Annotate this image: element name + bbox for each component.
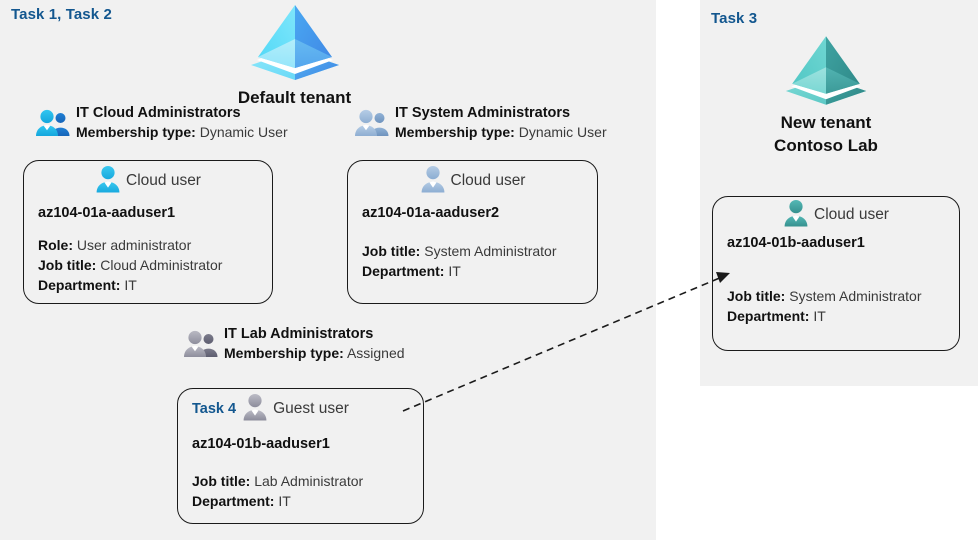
property-value: IT <box>124 276 137 293</box>
default-tenant-name: Default tenant <box>237 88 352 107</box>
group-membership-label: Membership type: <box>76 124 196 141</box>
property-value: Cloud Administrator <box>100 256 223 273</box>
task-label-1-2: Task 1, Task 2 <box>11 6 112 23</box>
property-value: IT <box>813 307 826 324</box>
property-label: Role: <box>38 237 73 253</box>
property-row: Job title: Cloud Administrator <box>38 256 272 276</box>
new-tenant-name-line2: Contoso Lab <box>774 135 878 155</box>
user-card-az104-01a-aaduser1: Cloud user az104-01a-aaduser1 Role: User… <box>23 160 273 304</box>
group-title: IT Cloud Administrators <box>76 105 241 121</box>
cloud-user-icon <box>95 165 121 198</box>
default-tenant-panel <box>0 0 656 540</box>
user-card-az104-01a-aaduser2: Cloud user az104-01a-aaduser2 Job title:… <box>347 160 598 304</box>
property-label: Job title: <box>727 288 786 304</box>
user-properties: Job title: System Administrator Departme… <box>348 242 597 282</box>
property-row: Role: User administrator <box>38 236 272 256</box>
guest-user-icon <box>242 393 268 426</box>
group-membership-label: Membership type: <box>395 124 515 141</box>
card-header: Cloud user <box>348 161 597 201</box>
azure-ad-pyramid-icon <box>727 33 925 112</box>
user-principal-name: az104-01a-aaduser2 <box>362 205 500 221</box>
user-type-label: Cloud user <box>126 172 201 189</box>
group-it-lab-administrators: IT Lab Administrators Membership type: A… <box>184 325 405 365</box>
group-it-system-administrators: IT System Administrators Membership type… <box>355 104 607 144</box>
user-type-label: Guest user <box>273 400 349 417</box>
property-value: Lab Administrator <box>254 473 364 489</box>
property-row: Department: IT <box>362 262 597 282</box>
user-properties: Job title: Lab Administrator Department:… <box>178 472 423 512</box>
property-label: Job title: <box>362 243 421 259</box>
cloud-user-icon <box>420 165 446 198</box>
property-label: Department: <box>727 307 810 324</box>
property-value: IT <box>278 492 291 509</box>
card-header: Cloud user <box>24 161 272 201</box>
group-users-icon <box>184 330 218 363</box>
user-card-guest-az104-01b-aaduser1: Task 4 Guest user az104-01b-aaduser1 <box>177 388 424 524</box>
property-row: Job title: Lab Administrator <box>192 472 423 492</box>
property-label: Department: <box>362 262 445 279</box>
group-membership-type: Membership type: Dynamic User <box>76 122 288 144</box>
property-label: Job title: <box>38 256 97 273</box>
group-membership-type: Membership type: Dynamic User <box>395 122 607 144</box>
property-value: IT <box>448 262 461 279</box>
task-label-4: Task 4 <box>192 401 237 417</box>
user-type-label: Cloud user <box>814 206 889 223</box>
group-it-cloud-administrators: IT Cloud Administrators Membership type:… <box>36 104 288 144</box>
group-membership-value: Dynamic User <box>518 124 607 141</box>
user-properties: Role: User administrator Job title: Clou… <box>24 236 272 296</box>
group-membership-value: Dynamic User <box>199 124 288 141</box>
group-membership-label: Membership type: <box>224 345 344 362</box>
property-row: Department: IT <box>38 276 272 296</box>
property-row: Job title: System Administrator <box>727 287 959 307</box>
property-row: Department: IT <box>727 307 959 327</box>
card-header: Cloud user <box>713 197 959 233</box>
property-row: Department: IT <box>192 492 423 512</box>
property-value: System Administrator <box>424 243 557 259</box>
task-label-3: Task 3 <box>711 10 758 27</box>
property-value: User administrator <box>76 237 192 253</box>
default-tenant-block: Default tenant <box>228 2 361 110</box>
user-principal-name: az104-01b-aaduser1 <box>192 436 330 452</box>
property-label: Job title: <box>192 473 251 489</box>
cloud-user-icon <box>783 199 809 232</box>
azure-ad-pyramid-icon <box>228 2 361 87</box>
group-membership-type: Membership type: Assigned <box>224 343 405 365</box>
group-users-icon <box>36 109 70 142</box>
user-type-label: Cloud user <box>450 172 526 189</box>
group-title: IT Lab Administrators <box>224 326 374 342</box>
user-principal-name: az104-01a-aaduser1 <box>38 205 176 221</box>
new-tenant-name-line1: New tenant <box>780 113 872 132</box>
group-membership-value: Assigned <box>346 345 405 362</box>
property-row: Job title: System Administrator <box>362 242 597 262</box>
group-users-icon <box>355 109 389 142</box>
property-label: Department: <box>38 276 121 293</box>
user-properties: Job title: System Administrator Departme… <box>713 287 959 327</box>
new-tenant-block: New tenant Contoso Lab <box>727 33 925 158</box>
property-label: Department: <box>192 492 275 509</box>
user-principal-name: az104-01b-aaduser1 <box>727 235 865 251</box>
property-value: System Administrator <box>789 288 922 304</box>
user-card-az104-01b-aaduser1: Cloud user az104-01b-aaduser1 Job title:… <box>712 196 960 351</box>
card-header: Task 4 Guest user <box>178 389 423 429</box>
group-title: IT System Administrators <box>395 105 571 121</box>
